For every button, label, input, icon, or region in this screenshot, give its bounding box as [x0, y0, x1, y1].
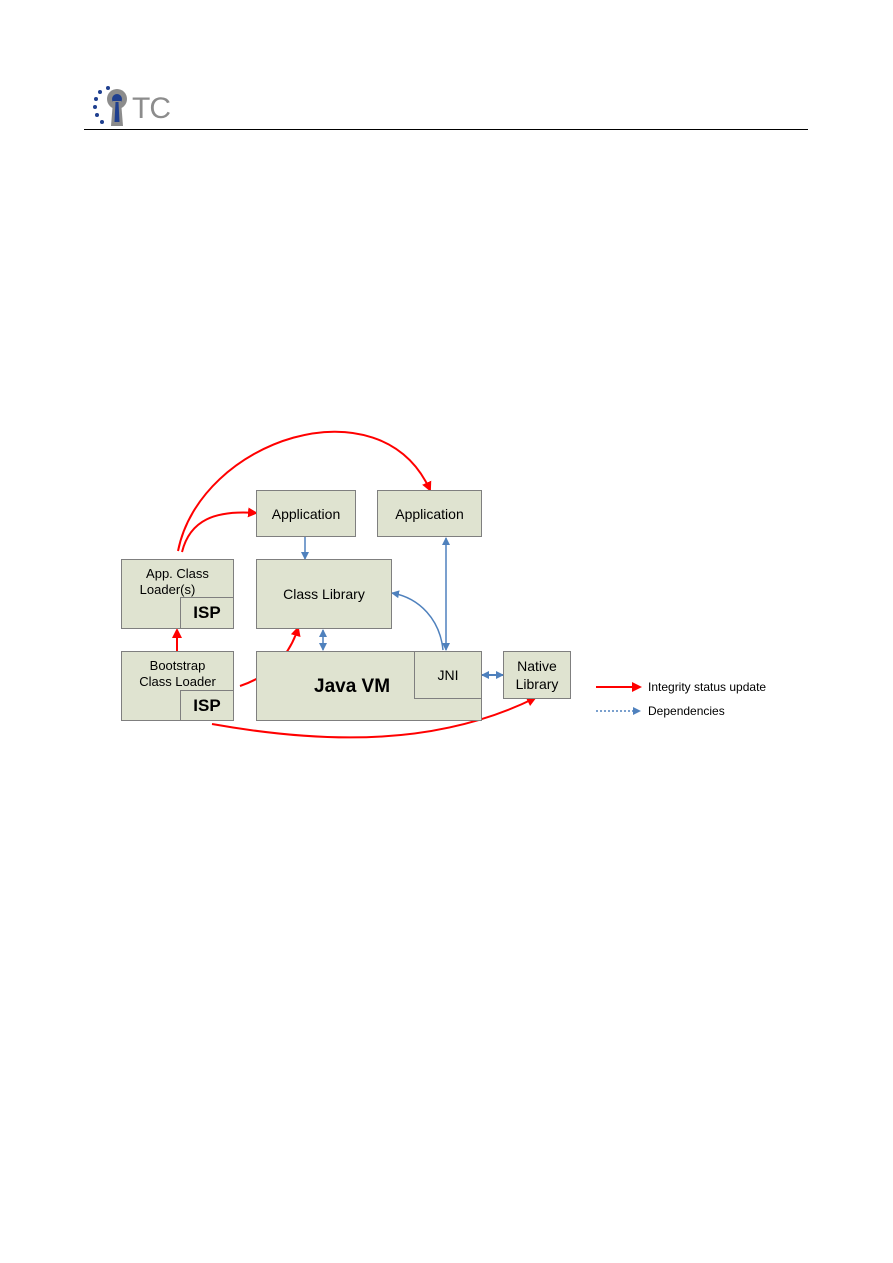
legend-dependencies-label: Dependencies [648, 704, 725, 718]
isp-box-bottom: ISP [180, 690, 234, 721]
native-line1: Native [517, 658, 557, 674]
header-divider [84, 129, 808, 130]
java-vm-label: Java VM [314, 676, 391, 697]
native-line2: Library [515, 676, 559, 692]
class-library-box: Class Library [256, 559, 392, 629]
application-left-label: Application [271, 505, 341, 522]
jni-box: JNI [414, 651, 482, 699]
integrity-arrow-loader-to-app-left [181, 507, 258, 553]
itc-logo: TC [92, 84, 192, 130]
page-header: TC [0, 0, 893, 140]
integrity-arrow-loader-to-app-right [177, 430, 432, 552]
isp-bottom-label: ISP [193, 695, 221, 715]
application-box-right: Application [377, 490, 482, 537]
isp-box-top: ISP [180, 597, 234, 629]
bootstrap-line1: Bootstrap [149, 658, 206, 673]
logo-text: TC [132, 92, 171, 125]
integrity-arrow-isp-to-native [211, 697, 537, 739]
native-library-box: Native Library [503, 651, 571, 699]
app-class-loader-line2: Loader(s) [139, 582, 196, 597]
class-library-label: Class Library [283, 586, 365, 602]
legend-integrity-label: Integrity status update [648, 680, 767, 694]
bootstrap-line2: Class Loader [139, 674, 216, 689]
application-box-left: Application [256, 490, 356, 537]
jni-label: JNI [437, 667, 459, 683]
dependency-classlib-jni [391, 590, 444, 651]
keyhole-icon [93, 86, 127, 126]
app-class-loader-line1: App. Class [146, 566, 209, 581]
application-right-label: Application [395, 505, 464, 522]
isp-top-label: ISP [193, 603, 221, 622]
